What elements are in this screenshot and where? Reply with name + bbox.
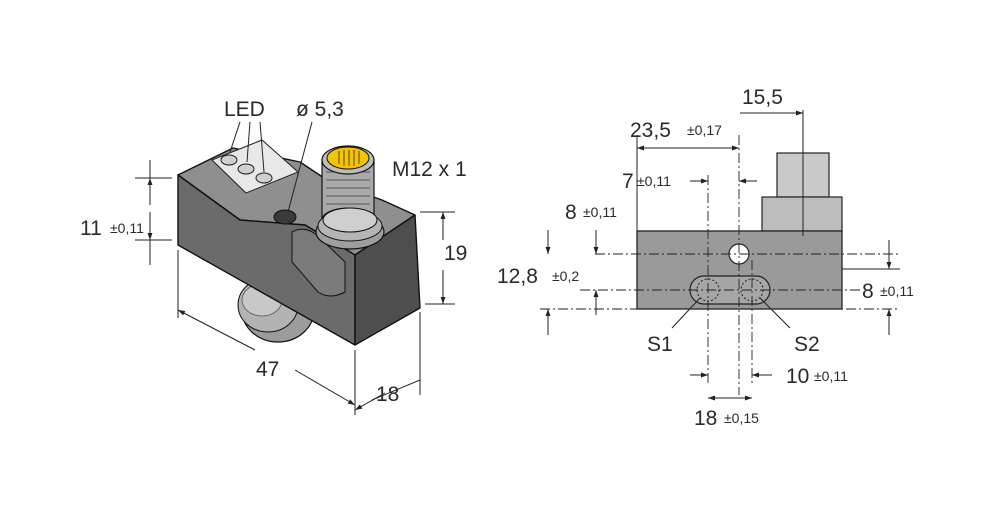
dim-8-right-tolerance: ±0,11 (880, 283, 914, 299)
s2-label: S2 (794, 333, 820, 356)
dim-12-8-tolerance: ±0,2 (552, 268, 579, 284)
body-end-face (354, 214, 421, 346)
mounting-hole (273, 209, 297, 225)
led-label: LED (224, 98, 265, 121)
dim-23-5-label: 23,5 (630, 119, 671, 142)
plug-base (761, 196, 843, 232)
led-3-icon (255, 172, 273, 184)
dim-8-left-label: 8 (565, 201, 577, 224)
front-view: 15,5 23,5 ±0,17 7 ±0,11 8 ±0,11 12,8 ±0,… (497, 86, 914, 430)
dim-15-5-label: 15,5 (742, 86, 783, 109)
dim-47-label: 47 (256, 358, 279, 381)
dim-8-right-label: 8 (862, 280, 874, 303)
m12-connector (315, 145, 385, 250)
dim-12-8-label: 12,8 (497, 265, 538, 288)
hole-diameter-label: ø 5,3 (296, 98, 344, 121)
dim-19-label: 19 (444, 242, 467, 265)
led-window (211, 139, 299, 194)
dim-7-tolerance: ±0,11 (637, 173, 671, 189)
connector-thread-label: M12 x 1 (392, 158, 467, 181)
dim-23-5-tolerance: ±0,17 (687, 122, 722, 138)
dim-11-label: 11 (80, 217, 102, 240)
dim-18-span-label: 18 (694, 407, 717, 430)
connector-face (326, 146, 370, 170)
dim-10-label: 10 (786, 365, 809, 388)
dim-18-depth-label: 18 (376, 383, 399, 406)
s1-label: S1 (647, 333, 673, 356)
dim-7-label: 7 (622, 170, 634, 193)
led-1-icon (220, 154, 238, 166)
dim-18-span-tolerance: ±0,15 (724, 410, 759, 426)
isometric-view: LED ø 5,3 M12 x 1 11 ±0,11 19 47 18 (80, 98, 467, 415)
dim-11-tolerance: ±0,11 (110, 220, 144, 236)
dim-8-left-tolerance: ±0,11 (583, 204, 617, 220)
dim-10-tolerance: ±0,11 (814, 368, 848, 384)
led-2-icon (237, 163, 255, 175)
